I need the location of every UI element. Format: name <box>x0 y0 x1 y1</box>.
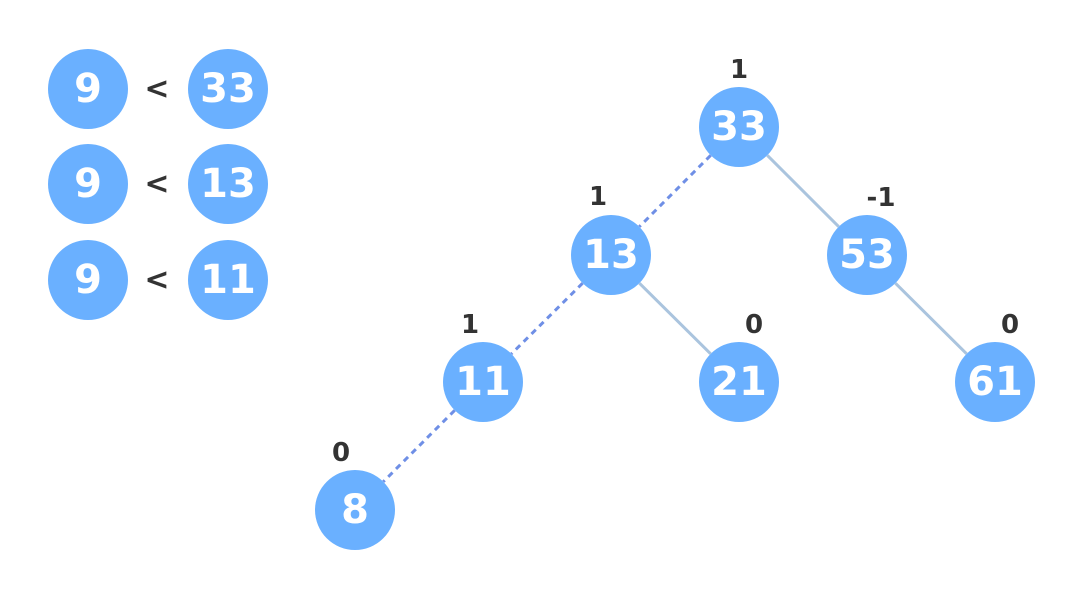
compare-right-value: 11 <box>200 257 256 303</box>
tree-node-33: 33 1 <box>699 55 779 167</box>
compare-operator: < <box>144 263 169 298</box>
comparison-row: 9 <33 <box>48 49 268 129</box>
compare-right-value: 13 <box>200 161 256 207</box>
node-circle <box>699 87 779 167</box>
compare-left-circle <box>48 144 128 224</box>
balance-factor-label: 0 <box>1001 310 1019 340</box>
tree-edge-13-11 <box>510 282 584 355</box>
compare-left-value: 9 <box>74 161 102 207</box>
compare-left-circle <box>48 240 128 320</box>
compare-right-circle <box>188 240 268 320</box>
compare-operator: < <box>144 167 169 202</box>
compare-left-value: 9 <box>74 257 102 303</box>
comparison-row: 9 <11 <box>48 240 268 320</box>
comparison-row: 9 <13 <box>48 144 268 224</box>
edges-layer <box>382 154 968 483</box>
compare-right-value: 33 <box>200 66 256 112</box>
tree-node-8: 80 <box>315 438 395 550</box>
tree-node-53: 53 -1 <box>827 183 907 295</box>
tree-edge-53-61 <box>894 282 968 355</box>
balance-factor-label: 1 <box>730 55 748 85</box>
tree-edge-33-13 <box>638 154 712 228</box>
node-value: 8 <box>341 487 369 533</box>
tree-node-13: 13 1 <box>571 182 651 295</box>
node-value: 33 <box>711 104 767 150</box>
node-value: 11 <box>455 359 511 405</box>
balance-factor-label: 1 <box>461 310 479 340</box>
node-value: 61 <box>967 359 1023 405</box>
tree-edge-11-8 <box>382 409 456 483</box>
tree-edge-13-21 <box>638 282 712 355</box>
balance-factor-label: 0 <box>332 438 350 468</box>
node-circle <box>571 215 651 295</box>
compare-right-circle <box>188 49 268 129</box>
node-value: 21 <box>711 359 767 405</box>
balance-factor-label: 1 <box>589 182 607 212</box>
tree-edge-33-53 <box>766 154 840 228</box>
compare-left-value: 9 <box>74 66 102 112</box>
tree-node-61: 61 0 <box>955 310 1035 422</box>
node-value: 13 <box>583 232 639 278</box>
compare-operator: < <box>144 72 169 107</box>
node-circle <box>443 342 523 422</box>
compare-left-circle <box>48 49 128 129</box>
balance-factor-label: 0 <box>745 310 763 340</box>
node-circle <box>315 470 395 550</box>
balance-factor-label: -1 <box>867 183 896 213</box>
node-circle <box>827 215 907 295</box>
tree-node-11: 111 <box>443 310 523 422</box>
node-circle <box>955 342 1035 422</box>
node-circle <box>699 342 779 422</box>
node-value: 53 <box>839 232 895 278</box>
compare-right-circle <box>188 144 268 224</box>
tree-node-21: 21 0 <box>699 310 779 422</box>
comparisons-panel: 9 <33 9 <13 9 <11 <box>48 49 268 320</box>
